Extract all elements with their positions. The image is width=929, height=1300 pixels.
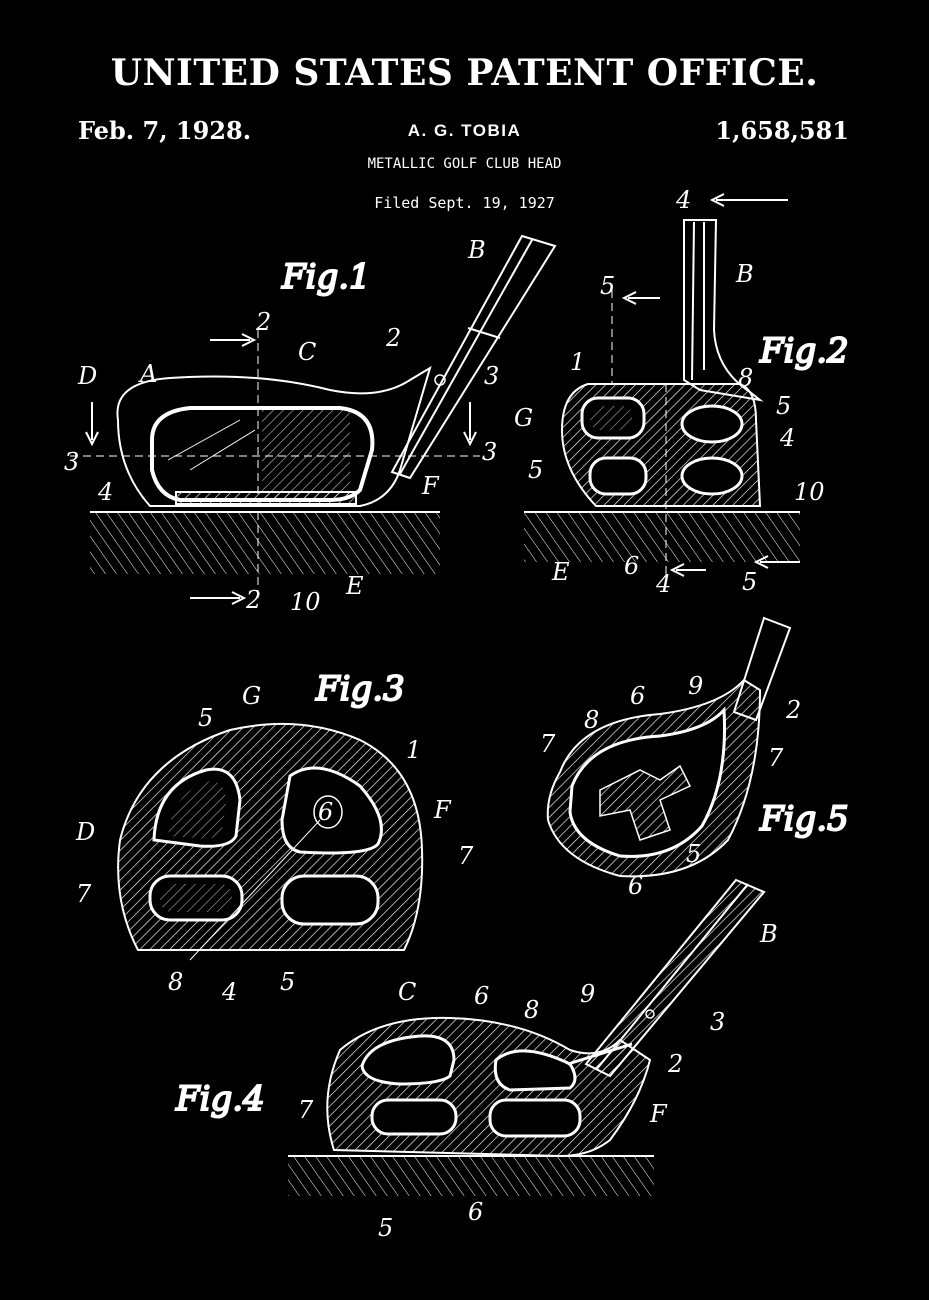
- fig2-title: Fig.2: [759, 331, 849, 371]
- fig3-label-7a: 7: [458, 842, 474, 870]
- fig5-title: Fig.5: [759, 799, 849, 839]
- fig3-label-g: G: [242, 682, 261, 710]
- fig4-label-f: F: [649, 1100, 668, 1128]
- fig3-label-f: F: [433, 796, 452, 824]
- fig3-label-6: 6: [318, 798, 333, 826]
- fig4-labels: C 6 8 9 B 3 2 7 F 5 6: [298, 920, 778, 1242]
- fig1-label-2c: 2: [255, 308, 271, 336]
- fig3-label-5b: 5: [280, 968, 295, 996]
- fig1-labels: B C 2 D A 3 4 3 F E 2 10 2 3: [64, 236, 499, 616]
- patent-number: 1,658,581: [715, 116, 849, 145]
- fig2-label-5a: 5: [600, 272, 615, 300]
- figure-2: Fig.2: [524, 193, 850, 580]
- fig4-label-6b: 6: [468, 1198, 483, 1226]
- fig2-label-4c: 4: [655, 570, 671, 598]
- fig5-label-6b: 6: [628, 872, 643, 900]
- fig1-label-4: 4: [97, 478, 113, 506]
- fig3-label-7b: 7: [76, 880, 92, 908]
- fig2-label-4a: 4: [675, 186, 691, 214]
- fig3-label-1: 1: [406, 736, 421, 764]
- fig2-label-5c: 5: [528, 456, 543, 484]
- fig2-label-g: G: [514, 404, 533, 432]
- fig1-label-2a: 2: [385, 324, 401, 352]
- figure-5: Fig.5: [546, 616, 850, 878]
- fig3-label-5a: 5: [198, 704, 213, 732]
- figure-4: Fig.4: [174, 878, 766, 1196]
- figure-3: Fig.3: [117, 668, 424, 961]
- fig4-label-3: 3: [710, 1008, 725, 1036]
- fig1-label-3b: 3: [64, 448, 79, 476]
- fig3-title: Fig.3: [315, 669, 405, 709]
- fig2-labels: 4 B 5 1 8 G 5 4 5 10 E 6 4 5: [514, 186, 825, 598]
- fig4-title: Fig.4: [175, 1079, 265, 1119]
- fig2-label-4b: 4: [779, 424, 795, 452]
- fig2-label-1: 1: [570, 348, 585, 376]
- fig5-label-8: 8: [584, 706, 599, 734]
- fig1-title: Fig.1: [281, 257, 371, 297]
- fig5-labels: 6 9 2 8 7 7 5 6: [540, 672, 801, 900]
- fig1-label-2b: 2: [245, 586, 261, 614]
- fig2-label-8: 8: [738, 364, 753, 392]
- fig4-label-2: 2: [667, 1050, 683, 1078]
- fig3-label-d: D: [75, 818, 95, 846]
- fig5-label-7b: 7: [768, 744, 784, 772]
- fig4-label-5: 5: [378, 1214, 393, 1242]
- fig2-label-5b: 5: [776, 392, 791, 420]
- fig4-label-6a: 6: [474, 982, 489, 1010]
- fig5-label-6a: 6: [630, 682, 645, 710]
- fig2-label-6: 6: [624, 552, 639, 580]
- patent-office-title: UNITED STATES PATENT OFFICE.: [110, 52, 819, 94]
- fig5-label-5: 5: [686, 840, 701, 868]
- fig1-label-c: C: [298, 338, 316, 366]
- fig2-label-5d: 5: [742, 568, 757, 596]
- fig2-label-e: E: [551, 558, 570, 586]
- fig1-label-3a: 3: [484, 362, 499, 390]
- fig1-label-f: F: [421, 472, 440, 500]
- fig1-label-b: B: [467, 236, 486, 264]
- fig1-label-d: D: [77, 362, 97, 390]
- fig2-label-b: B: [735, 260, 754, 288]
- fig3-label-8: 8: [168, 968, 183, 996]
- fig4-label-9: 9: [580, 980, 595, 1008]
- fig4-label-c: C: [398, 978, 416, 1006]
- figure-1: Fig.1: [70, 234, 557, 605]
- fig5-label-7a: 7: [540, 730, 556, 758]
- fig3-label-4: 4: [221, 978, 237, 1006]
- invention-title: METALLIC GOLF CLUB HEAD: [367, 156, 562, 172]
- patent-date: Feb. 7, 1928.: [78, 116, 252, 145]
- filing-date: Filed Sept. 19, 1927: [374, 194, 555, 212]
- fig4-label-7: 7: [298, 1096, 314, 1124]
- fig4-label-b: B: [759, 920, 778, 948]
- inventor-name: A. G. TOBIA: [407, 121, 522, 140]
- fig1-label-a: A: [138, 360, 157, 388]
- fig5-label-2: 2: [785, 696, 801, 724]
- fig5-label-9: 9: [688, 672, 703, 700]
- fig1-label-3c: 3: [482, 438, 497, 466]
- fig1-label-e: E: [345, 572, 364, 600]
- fig1-label-10: 10: [290, 588, 321, 616]
- fig3-labels: G 5 1 F D 6 7 7 8 4 5: [75, 682, 474, 1006]
- fig2-label-10: 10: [794, 478, 825, 506]
- fig4-label-8: 8: [524, 996, 539, 1024]
